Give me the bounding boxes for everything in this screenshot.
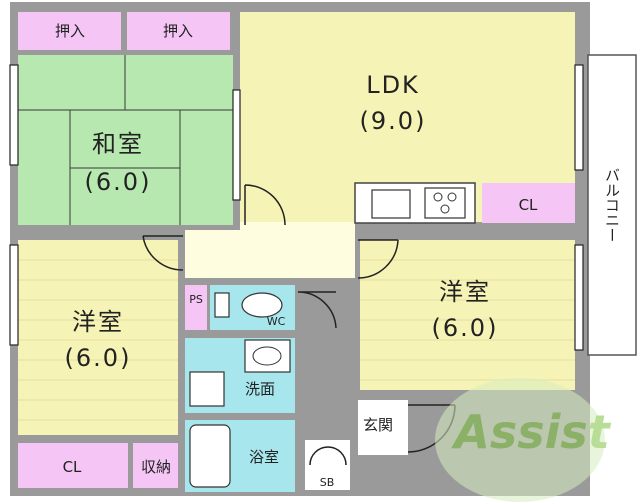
balcony-label: バルコニー [603, 168, 621, 243]
assist-wordmark: Assist [451, 405, 612, 459]
yoshitsu-right-label: 洋室 [439, 278, 491, 306]
window-washitsu [9, 64, 19, 166]
closet-oshiire-2 [127, 12, 230, 50]
sb-label: SB [320, 476, 335, 489]
toilet-tank-icon [214, 292, 230, 318]
yoshitsu-right-size: (6.0) [432, 314, 499, 342]
window-yoshitsu-right [574, 244, 584, 351]
senmen-label: 洗面 [245, 380, 275, 398]
washer-pan-icon [189, 371, 225, 407]
shoe-box [305, 440, 350, 490]
toilet-icon [241, 292, 283, 318]
cl-right-label: CL [519, 196, 538, 214]
burner-icon [447, 192, 457, 202]
room-yoshitsu-left [18, 240, 178, 435]
sliding-door-washitsu [232, 89, 241, 201]
floor-lines-left [18, 259, 178, 421]
yokushitsu-label: 浴室 [249, 448, 279, 466]
storage-shuno [133, 443, 178, 488]
sink-icon [371, 189, 411, 219]
wc-label: WC [267, 315, 286, 328]
closet-oshiire-1 [18, 12, 121, 50]
assist-logo: Assist [435, 378, 612, 502]
basin-bowl-icon [252, 346, 282, 366]
door-yoshitsu-left[interactable] [142, 235, 184, 271]
bathtub-icon [189, 424, 231, 488]
burner-icon [433, 192, 443, 202]
door-shoe-box [309, 446, 347, 466]
ps-label: PS [189, 293, 203, 306]
genkan-label: 玄関 [363, 416, 393, 434]
door-washitsu[interactable] [244, 184, 286, 226]
washitsu-size: (6.0) [85, 168, 152, 196]
washbasin-icon [244, 339, 291, 373]
yoshitsu-left-size: (6.0) [65, 344, 132, 372]
ldk-label: LDK [366, 71, 420, 99]
entrance-genkan [358, 400, 408, 455]
balcony [587, 54, 637, 356]
tatami-lines [18, 55, 233, 225]
pipe-space [185, 285, 207, 330]
shuno-label: 収納 [141, 458, 171, 476]
washitsu-label: 和室 [92, 130, 144, 158]
room-yoshitsu-right [360, 240, 575, 390]
cl-left-label: CL [63, 458, 82, 476]
window-ldk [574, 64, 584, 171]
oshiire-2-label: 押入 [163, 22, 193, 40]
oshiire-1-label: 押入 [55, 22, 85, 40]
hallway-connector [240, 222, 355, 232]
closet-cl-right [482, 183, 575, 223]
burner-icon [440, 204, 450, 214]
door-yoshitsu-right[interactable] [357, 239, 399, 279]
yoshitsu-left-label: 洋室 [72, 308, 124, 336]
closet-cl-left [18, 443, 128, 488]
hallway [185, 230, 355, 278]
window-yoshitsu-left [9, 244, 19, 346]
ldk-size: (9.0) [360, 107, 427, 135]
door-wc[interactable] [297, 291, 337, 329]
